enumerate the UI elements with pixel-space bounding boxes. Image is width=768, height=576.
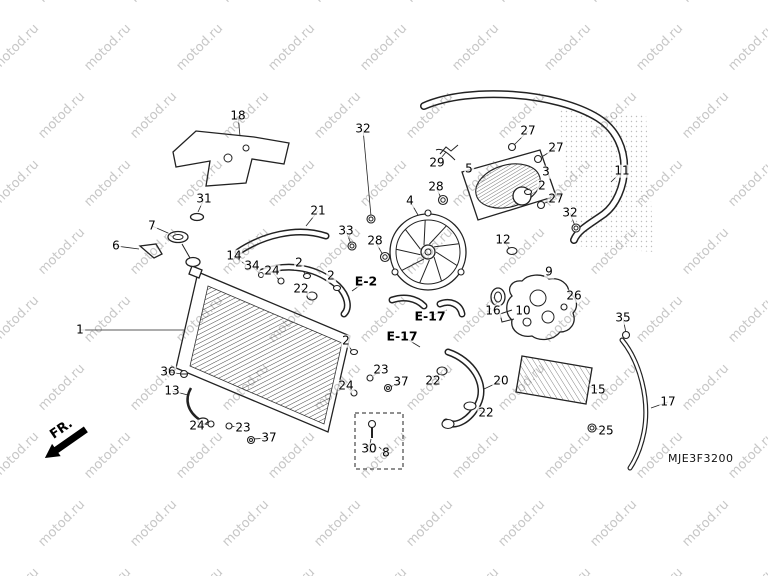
part-number-callout: 12 (494, 232, 512, 247)
part-number-callout: 34 (243, 258, 261, 273)
part-number-callout: 23 (234, 420, 252, 435)
side-bracket-part6 (138, 243, 163, 259)
part-number-callout: 2 (294, 255, 304, 270)
part-number-callout: 24 (188, 418, 206, 433)
part-number-callout: 3 (541, 164, 551, 179)
water-pump-assembly (490, 274, 578, 341)
part-number-callout: 13 (163, 383, 181, 398)
part-number-callout: 27 (519, 123, 537, 138)
part-number-callout: 32 (354, 121, 372, 136)
cooling-fan-part4 (389, 209, 467, 291)
part-number-callout: 32 (561, 205, 579, 220)
part-number-callout: 23 (372, 362, 390, 377)
part-number-callout: 6 (111, 238, 121, 253)
front-direction-indicator: FR. (44, 416, 88, 459)
fan-motor-assembly (435, 148, 557, 221)
part-number-callout: 21 (309, 203, 327, 218)
part-number-callout: 37 (392, 374, 410, 389)
part-number-callout: 24 (337, 378, 355, 393)
part-number-callout: 14 (225, 248, 243, 263)
lower-hose-part20 (441, 348, 485, 430)
part-number-callout: 20 (492, 373, 510, 388)
part-number-callout: 29 (428, 155, 446, 170)
part-number-callout: 28 (366, 233, 384, 248)
part-number-callout: 2 (341, 333, 351, 348)
part-number-callout: 10 (514, 303, 532, 318)
part-number-callout: 5 (464, 161, 474, 176)
part-number-callout: 7 (147, 218, 157, 233)
part-number-callout: 27 (547, 191, 565, 206)
stipple-texture (558, 110, 654, 252)
part-number-callout: 4 (405, 193, 415, 208)
part-number-callout: 27 (547, 140, 565, 155)
radiator-cap-part7 (167, 212, 205, 244)
overflow-hose-part17 (619, 337, 649, 471)
part-number-callout: 30 (360, 441, 378, 456)
part-number-callout: 22 (477, 405, 495, 420)
part-number-callout: 31 (195, 191, 213, 206)
joint-hose (388, 294, 466, 318)
part-number-callout: 1 (75, 322, 85, 337)
part-number-callout: 22 (292, 281, 310, 296)
part-number-callout: 16 (484, 303, 502, 318)
part-number-callout: 25 (597, 423, 615, 438)
part-number-callout: 26 (565, 288, 583, 303)
diagram-code: MJE3F3200 (668, 452, 734, 465)
part-number-callout: 18 (229, 108, 247, 123)
part-number-callout: 35 (614, 310, 632, 325)
reserve-tank-part15 (515, 355, 597, 433)
part-number-callout: 37 (260, 430, 278, 445)
fasteners-and-clamps (179, 142, 631, 445)
part-number-callout: 17 (659, 394, 677, 409)
reference-label: E-2 (353, 273, 379, 289)
reference-label: E-17 (413, 308, 447, 324)
part-number-callout: 33 (337, 223, 355, 238)
part-number-callout: 11 (613, 163, 631, 178)
radiator-part1 (175, 243, 351, 433)
reference-label: E-17 (385, 328, 419, 344)
part-number-callout: 24 (263, 263, 281, 278)
part-number-callout: 2 (537, 178, 547, 193)
part-number-callout: 8 (381, 445, 391, 460)
part-number-callout: 15 (589, 382, 607, 397)
siphon-hose-part11 (420, 90, 629, 244)
part-number-callout: 2 (326, 268, 336, 283)
part-number-callout: 22 (424, 373, 442, 388)
fr-arrow-icon (44, 426, 88, 459)
part-number-callout: 9 (544, 264, 554, 279)
upper-hose-part21 (234, 228, 330, 256)
part-number-callout: 36 (159, 364, 177, 379)
part-number-callout: 28 (427, 179, 445, 194)
upper-bracket-part18 (172, 130, 290, 187)
